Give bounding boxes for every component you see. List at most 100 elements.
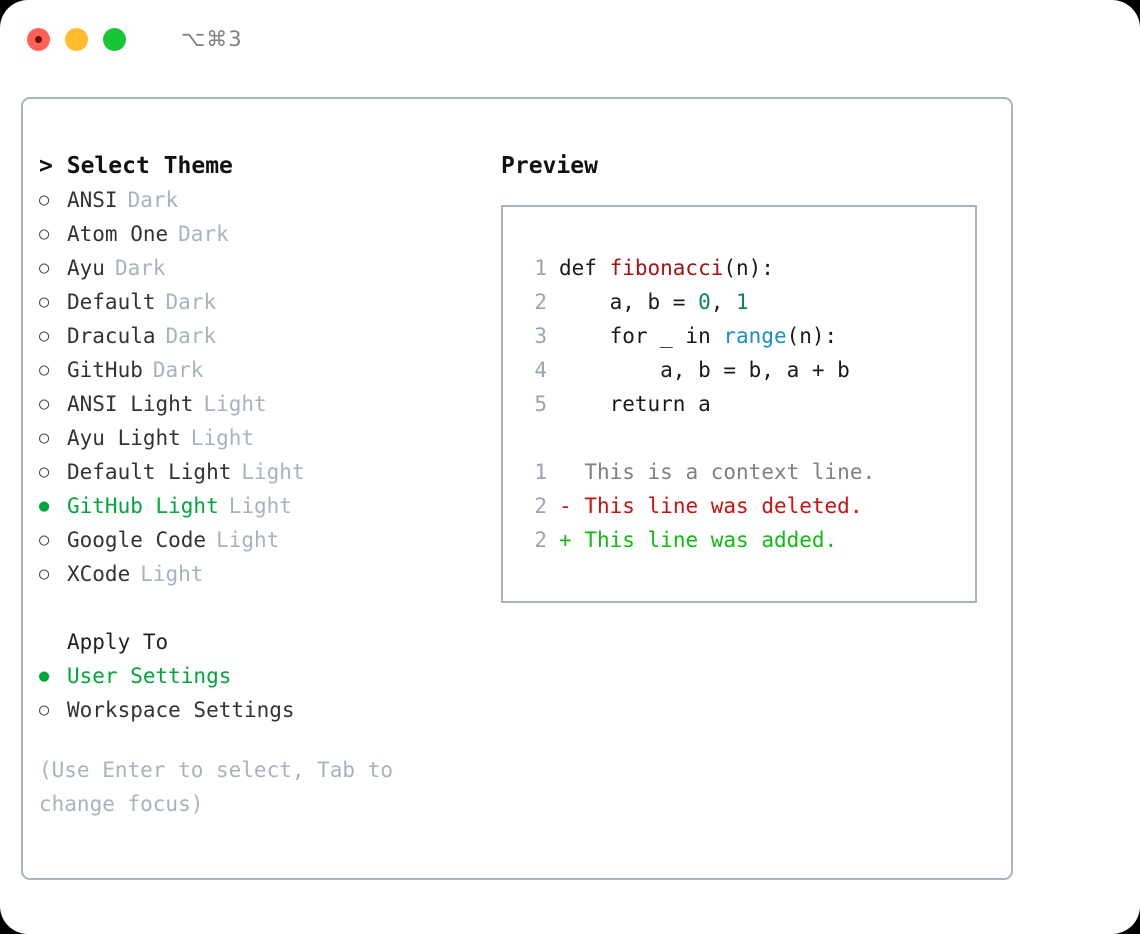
radio-icon[interactable]: ○ bbox=[39, 190, 50, 210]
code-token: for _ in bbox=[559, 324, 724, 348]
theme-option-ansi[interactable]: ○ ANSI Dark bbox=[39, 183, 479, 217]
theme-selector-pane: > Select Theme ○ ANSI Dark ○ Atom One Da… bbox=[39, 149, 479, 821]
preview-code-box: 1 def fibonacci(n): 2 a, b = 0, 1 3 for … bbox=[501, 205, 977, 603]
line-number: 2 bbox=[534, 290, 547, 314]
radio-icon[interactable]: ○ bbox=[39, 292, 50, 312]
keyboard-shortcut-label: ⌥⌘3 bbox=[181, 27, 243, 51]
theme-name: GitHub bbox=[67, 358, 143, 382]
theme-tag: Dark bbox=[178, 222, 229, 246]
radio-icon[interactable]: ○ bbox=[39, 564, 50, 584]
theme-tag: Dark bbox=[127, 188, 179, 212]
theme-option-ansi-light[interactable]: ○ ANSI Light Light bbox=[39, 387, 479, 421]
theme-option-ayu[interactable]: ○ Ayu Dark bbox=[39, 251, 479, 285]
theme-tag: Dark bbox=[152, 358, 204, 382]
line-number: 5 bbox=[534, 392, 547, 416]
radio-icon[interactable]: ○ bbox=[39, 258, 50, 278]
list-spacer bbox=[39, 591, 479, 625]
radio-icon[interactable]: ○ bbox=[39, 394, 50, 414]
theme-option-ayu-light[interactable]: ○ Ayu Light Light bbox=[39, 421, 479, 455]
radio-icon[interactable]: ○ bbox=[39, 224, 50, 244]
code-token: , bbox=[710, 290, 737, 314]
radio-selected-icon[interactable]: ● bbox=[39, 496, 50, 516]
code-blank-line bbox=[503, 421, 975, 455]
radio-icon[interactable]: ○ bbox=[39, 428, 50, 448]
theme-tag: Dark bbox=[114, 256, 166, 280]
theme-name: Ayu bbox=[67, 256, 105, 280]
line-number: 2 bbox=[534, 494, 547, 518]
diff-line-context: 1 This is a context line. bbox=[503, 455, 975, 489]
code-token: range bbox=[723, 324, 787, 348]
theme-name: Ayu Light bbox=[67, 426, 181, 450]
theme-name: XCode bbox=[67, 562, 131, 586]
theme-option-default-light[interactable]: ○ Default Light Light bbox=[39, 455, 479, 489]
line-number: 3 bbox=[534, 324, 547, 348]
close-window-icon[interactable] bbox=[27, 27, 50, 51]
preview-pane: Preview 1 def fibonacci(n): 2 a, b = 0, … bbox=[501, 149, 991, 603]
code-line: 5 return a bbox=[503, 387, 975, 421]
radio-icon[interactable]: ○ bbox=[39, 360, 50, 380]
diff-sign: - bbox=[559, 494, 572, 518]
prompt-caret: > bbox=[39, 153, 53, 179]
code-token: (n): bbox=[723, 256, 774, 280]
code-line: 3 for _ in range(n): bbox=[503, 319, 975, 353]
code-line: 2 a, b = 0, 1 bbox=[503, 285, 975, 319]
code-token: a, b = bbox=[559, 290, 699, 314]
code-token: 1 bbox=[736, 290, 749, 314]
theme-tag: Light bbox=[216, 528, 280, 552]
theme-option-google-code[interactable]: ○ Google Code Light bbox=[39, 523, 479, 557]
apply-to-user-settings[interactable]: ● User Settings bbox=[39, 659, 479, 693]
diff-line-deleted: 2 - This line was deleted. bbox=[503, 489, 975, 523]
code-line: 1 def fibonacci(n): bbox=[503, 251, 975, 285]
theme-tag: Light bbox=[203, 392, 267, 416]
main-card: > Select Theme ○ ANSI Dark ○ Atom One Da… bbox=[21, 97, 1013, 880]
maximize-window-icon[interactable] bbox=[103, 27, 126, 51]
code-token: a, b = b, a + b bbox=[559, 358, 850, 382]
select-theme-header: > Select Theme bbox=[39, 149, 479, 183]
radio-icon[interactable]: ○ bbox=[39, 462, 50, 482]
apply-to-workspace-settings[interactable]: ○ Workspace Settings bbox=[39, 693, 479, 727]
theme-option-github[interactable]: ○ GitHub Dark bbox=[39, 353, 479, 387]
line-number: 2 bbox=[534, 528, 547, 552]
apply-to-label: User Settings bbox=[67, 664, 232, 688]
apply-to-title: Apply To bbox=[67, 630, 169, 654]
theme-name: Dracula bbox=[67, 324, 156, 348]
diff-text: This is a context line. bbox=[584, 460, 876, 484]
diff-text: This line was deleted. bbox=[584, 494, 863, 518]
line-number: 1 bbox=[534, 256, 547, 280]
keyboard-hint-text: (Use Enter to select, Tab to change focu… bbox=[39, 758, 394, 816]
theme-option-atom-one[interactable]: ○ Atom One Dark bbox=[39, 217, 479, 251]
code-token: 0 bbox=[698, 290, 711, 314]
theme-option-xcode[interactable]: ○ XCode Light bbox=[39, 557, 479, 591]
theme-tag: Dark bbox=[165, 324, 217, 348]
theme-name: Default Light bbox=[67, 460, 232, 484]
diff-sign: + bbox=[559, 528, 572, 552]
theme-tag: Light bbox=[190, 426, 255, 450]
code-token: (n): bbox=[786, 324, 838, 348]
code-token: return a bbox=[559, 392, 711, 416]
theme-tag: Dark bbox=[165, 290, 217, 314]
radio-selected-icon[interactable]: ● bbox=[39, 666, 50, 686]
preview-title: Preview bbox=[501, 153, 598, 179]
theme-name: ANSI bbox=[67, 188, 118, 212]
radio-icon[interactable]: ○ bbox=[39, 700, 50, 720]
theme-option-default[interactable]: ○ Default Dark bbox=[39, 285, 479, 319]
line-number: 4 bbox=[534, 358, 547, 382]
theme-name: Default bbox=[67, 290, 156, 314]
apply-to-header: Apply To bbox=[39, 625, 479, 659]
minimize-window-icon[interactable] bbox=[65, 27, 88, 51]
traffic-light-controls bbox=[27, 27, 126, 51]
theme-name: GitHub Light bbox=[67, 494, 219, 518]
diff-text: This line was added. bbox=[584, 528, 838, 552]
diff-line-added: 2 + This line was added. bbox=[503, 523, 975, 557]
theme-option-github-light[interactable]: ● GitHub Light Light bbox=[39, 489, 479, 523]
theme-name: Google Code bbox=[67, 528, 207, 552]
theme-tag: Light bbox=[241, 460, 305, 484]
radio-icon[interactable]: ○ bbox=[39, 530, 50, 550]
radio-icon[interactable]: ○ bbox=[39, 326, 50, 346]
code-token: def bbox=[559, 256, 610, 280]
line-number: 1 bbox=[534, 460, 547, 484]
apply-to-label: Workspace Settings bbox=[67, 698, 295, 722]
theme-option-dracula[interactable]: ○ Dracula Dark bbox=[39, 319, 479, 353]
diff-sign bbox=[559, 455, 572, 489]
